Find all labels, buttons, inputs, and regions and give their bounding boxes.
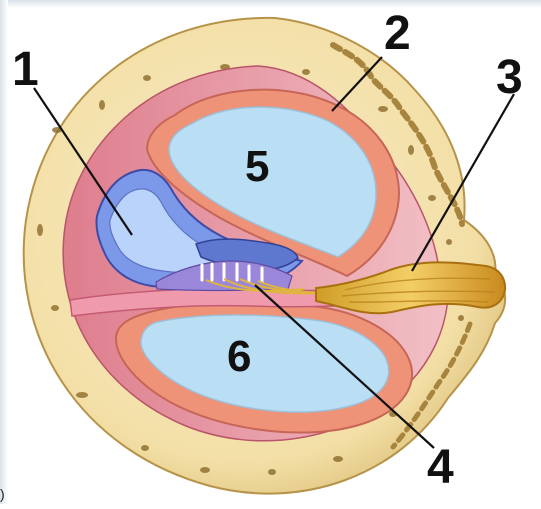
callout-label-1: 1	[12, 46, 39, 94]
cavity-label-6: 6	[227, 335, 251, 379]
edge-text-fragment: )	[0, 487, 5, 501]
cavity-label-5: 5	[245, 145, 269, 189]
left-frame-line	[0, 0, 8, 504]
top-frame-line	[0, 0, 541, 8]
callout-label-2: 2	[384, 10, 411, 58]
callout-label-4: 4	[427, 444, 454, 492]
callout-label-3: 3	[496, 54, 523, 102]
